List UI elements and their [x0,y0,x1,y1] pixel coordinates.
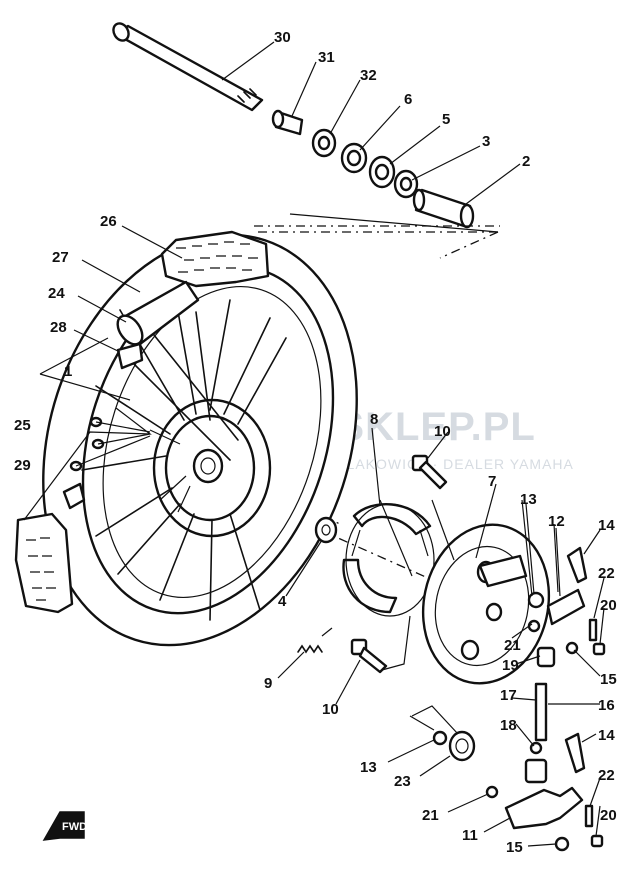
callout-26[interactable]: 26 [100,213,117,230]
front-axle [112,22,264,112]
callout-13-bottom[interactable]: 13 [360,759,377,776]
callout-11[interactable]: 11 [462,827,478,844]
callout-20-top[interactable]: 20 [600,597,617,614]
callout-8[interactable]: 8 [370,411,378,428]
callout-4[interactable]: 4 [278,593,287,610]
spring-9 [297,627,333,654]
callout-28[interactable]: 28 [50,319,67,336]
collar-3 [393,169,419,199]
callout-24[interactable]: 24 [48,285,65,302]
cam-10-bottom [350,638,388,674]
callout-7[interactable]: 7 [488,473,496,490]
collar-4 [314,516,338,544]
callout-14-top[interactable]: 14 [598,517,615,534]
callout-22-bottom[interactable]: 22 [598,767,615,784]
rim-band-28 [116,342,144,370]
callout-25[interactable]: 25 [14,417,31,434]
brake-plate-7 [421,523,551,685]
callout-30[interactable]: 30 [274,29,291,46]
leader-lines [73,41,605,847]
cam-10-top [411,454,448,490]
callout-9[interactable]: 9 [264,675,272,692]
callout-13-top[interactable]: 13 [520,491,537,508]
brake-rod-16 [524,682,548,784]
bearing-6 [340,142,368,174]
callout-23[interactable]: 23 [394,773,411,790]
valve-29 [62,482,86,510]
callout-31[interactable]: 31 [318,49,335,66]
spacer-2 [412,188,475,229]
inner-tube-27 [116,280,200,346]
callout-15-bottom[interactable]: 15 [506,839,523,856]
brake-arm-lower [432,730,604,852]
callout-15-top[interactable]: 15 [600,671,617,688]
callout-21-top[interactable]: 21 [504,637,521,654]
callout-32[interactable]: 32 [360,67,377,84]
callout-1[interactable]: 1 [64,363,72,380]
callout-21-bottom[interactable]: 21 [422,807,439,824]
callout-20-bottom[interactable]: 20 [600,807,617,824]
front-wheel-assembly [14,230,358,647]
callout-17[interactable]: 17 [500,687,517,704]
callout-18[interactable]: 18 [500,717,517,734]
callout-6[interactable]: 6 [404,91,412,108]
callout-29[interactable]: 29 [14,457,31,474]
callout-12[interactable]: 12 [548,513,565,530]
callout-19[interactable]: 19 [502,657,519,674]
callout-10-top[interactable]: 10 [434,423,451,440]
oil-seal-32 [311,128,337,158]
callout-2[interactable]: 2 [522,153,530,170]
brake-arm-upper [527,546,606,668]
callout-3[interactable]: 3 [482,133,490,150]
fwd-label: FWD [62,821,87,833]
callout-10-bottom[interactable]: 10 [322,701,339,718]
brake-shoe-8 [342,503,435,617]
tyre-tread-top [160,230,270,288]
callout-27[interactable]: 27 [52,249,69,266]
callout-labels: 30 31 32 6 5 3 2 26 27 24 28 1 25 29 8 1… [14,29,617,856]
callout-22-top[interactable]: 22 [598,565,615,582]
callout-14-bottom[interactable]: 14 [598,727,615,744]
spacer-31 [271,109,304,136]
fwd-direction-badge: FWD [42,811,87,841]
callout-16[interactable]: 16 [598,697,615,714]
tyre-tread-left [14,512,74,614]
callout-5[interactable]: 5 [442,111,450,128]
spacer-5 [368,155,396,189]
